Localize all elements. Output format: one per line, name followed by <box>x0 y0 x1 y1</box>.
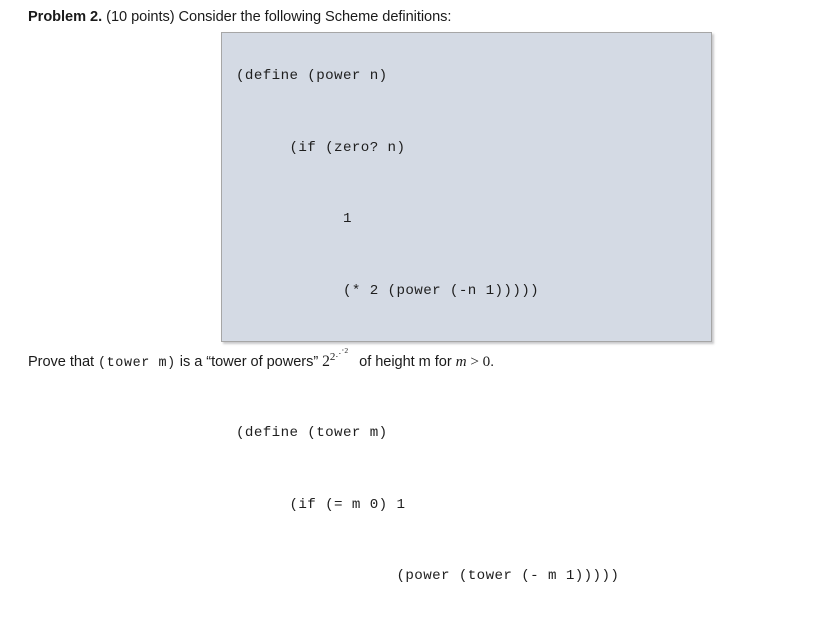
prove-period: . <box>490 354 495 370</box>
code-line: (define (power n) <box>236 68 388 85</box>
prove-statement: Prove that (tower m) is a “tower of powe… <box>28 347 495 374</box>
prove-prefix: Prove that <box>28 354 99 370</box>
prove-suffix-text: of height m for <box>355 354 456 370</box>
prove-bound: 0 <box>482 353 491 370</box>
tower-exponent-top: 2 <box>344 346 349 355</box>
problem-heading: Problem 2. (10 points) Consider the foll… <box>28 8 451 26</box>
scheme-code-block: (define (power n) (if (zero? n) 1 (* 2 (… <box>221 32 712 583</box>
tower-ellipsis-icon: ⋰ <box>335 348 345 358</box>
prove-middle-text: is a “tower of powers” <box>175 354 323 370</box>
prove-operator: > <box>466 353 483 370</box>
code-line: (* 2 (power (-n 1))))) <box>236 282 540 299</box>
tower-exponent-1: 2 <box>329 351 336 363</box>
scheme-code-lines: (define (power n) (if (zero? n) 1 (* 2 (… <box>222 33 619 641</box>
code-line: (define (tower m) <box>236 425 388 442</box>
code-line: (if (= m 0) 1 <box>236 496 406 513</box>
code-line: (power (tower (- m 1))))) <box>236 568 620 585</box>
tower-base: 2 <box>322 353 330 370</box>
code-line: 1 <box>236 211 352 228</box>
tower-of-powers-notation: 22⋰2 <box>322 347 355 370</box>
code-line: (if (zero? n) <box>236 139 406 156</box>
prove-variable: m <box>455 353 467 370</box>
problem-heading-text: (10 points) Consider the following Schem… <box>102 9 452 25</box>
prove-code-reference: (tower m) <box>98 356 176 371</box>
problem-number-label: Problem 2. <box>28 9 103 25</box>
